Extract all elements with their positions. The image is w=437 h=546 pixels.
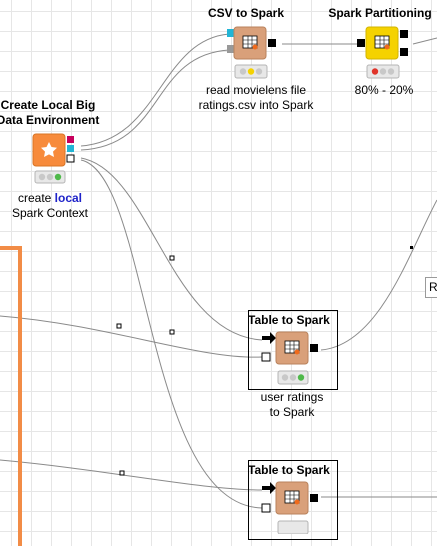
- star-node-icon: [41, 142, 57, 157]
- bendpoint: [410, 246, 413, 249]
- connection-env-to-csv-1: [80, 33, 230, 147]
- connection-partition-out: [412, 37, 437, 45]
- workflow-annotation-stub: R: [425, 277, 437, 298]
- csv-to-spark-description: read movielens file ratings.csv into Spa…: [186, 83, 326, 113]
- workflow-annotation-box: [0, 246, 22, 546]
- wire-bendpoints: [116, 255, 175, 476]
- connection-table1-to-right: [320, 199, 437, 351]
- csv-to-spark-node[interactable]: [227, 26, 276, 79]
- node-selection-frame-1: [248, 310, 338, 390]
- out-port-2: [67, 145, 74, 152]
- table-to-spark-2-title: Table to Spark: [248, 463, 330, 477]
- workflow-connections: [0, 26, 437, 534]
- create-env-desc-line2: Spark Context: [11, 206, 89, 220]
- traffic-light: [277, 520, 309, 534]
- table-to-spark-node-1[interactable]: [261, 331, 318, 385]
- table-node-icon: [374, 35, 390, 50]
- in-port-1: [262, 482, 276, 494]
- connection-left-to-table2: [0, 459, 263, 491]
- create-env-title-line2: Data Environment: [0, 113, 100, 127]
- in-port-2: [261, 352, 271, 362]
- table-to-spark-node-2[interactable]: [261, 481, 318, 534]
- out-port-3: [66, 154, 75, 163]
- table-node-icon: [242, 35, 258, 50]
- create-env-desc-prefix: create: [17, 191, 55, 205]
- table-to-spark-1-desc-line2: to Spark: [269, 405, 315, 419]
- out-port: [310, 494, 318, 502]
- out-port-1: [400, 30, 408, 38]
- out-port-1: [67, 136, 74, 143]
- create-env-node[interactable]: [32, 133, 75, 184]
- connection-env-to-csv-2: [80, 49, 230, 151]
- annotation-stub-text: R: [429, 280, 437, 294]
- create-env-description: create local Spark Context: [0, 191, 100, 221]
- table-node-icon: [284, 490, 300, 505]
- bendpoint: [169, 255, 175, 261]
- table-node-icon: [284, 340, 300, 355]
- csv-to-spark-desc-line1: read movielens file: [205, 83, 307, 97]
- in-port-2: [261, 503, 271, 513]
- bendpoint: [116, 323, 122, 329]
- create-env-title: Create Local Big Data Environment: [0, 98, 100, 128]
- create-env-title-line1: Create Local Big: [0, 98, 96, 112]
- connection-env-to-table1: [80, 157, 263, 341]
- in-port-1: [227, 29, 235, 37]
- out-port-2: [400, 48, 408, 56]
- table-to-spark-1-title: Table to Spark: [248, 313, 330, 327]
- in-port-2: [227, 45, 235, 53]
- bendpoint: [119, 470, 125, 476]
- bendpoint: [169, 329, 175, 335]
- connection-env-to-table2: [80, 159, 263, 509]
- out-port: [310, 344, 318, 352]
- spark-partitioning-description: 80% - 20%: [354, 83, 414, 97]
- connection-left-to-table1: [0, 315, 263, 358]
- in-port-1: [262, 332, 276, 344]
- spark-partitioning-title: Spark Partitioning: [328, 6, 432, 20]
- csv-to-spark-title: CSV to Spark: [207, 6, 285, 20]
- table-to-spark-1-desc-line1: user ratings: [260, 390, 324, 404]
- csv-to-spark-desc-line2: ratings.csv into Spark: [198, 98, 314, 112]
- out-port: [268, 39, 276, 47]
- table-to-spark-1-description: user ratings to Spark: [240, 390, 344, 420]
- in-port: [357, 39, 365, 47]
- spark-partitioning-node[interactable]: [357, 26, 408, 79]
- create-env-desc-keyword: local: [54, 191, 83, 205]
